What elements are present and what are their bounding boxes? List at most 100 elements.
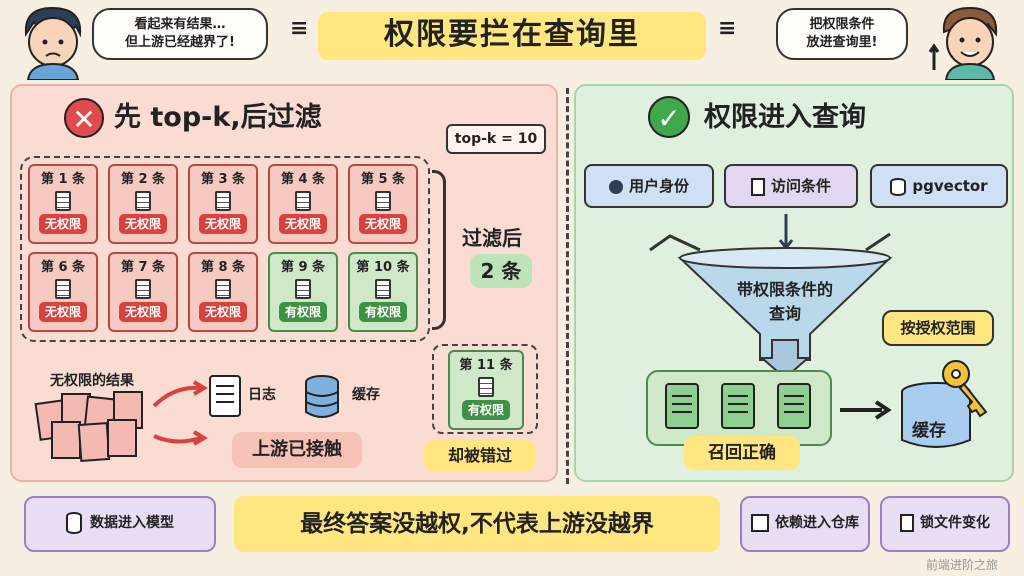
result-card: 第 1 条无权限 <box>28 164 98 244</box>
arrows-icon <box>152 380 208 446</box>
result-card-label: 第 4 条 <box>280 172 326 187</box>
result-card: 第 6 条无权限 <box>28 252 98 332</box>
result-card-status: 无权限 <box>38 302 87 322</box>
result-card-status: 有权限 <box>358 302 407 322</box>
right-heading: 权限进入查询 <box>704 102 866 133</box>
happy-character-icon <box>928 6 998 80</box>
right-bubble-line1: 把权限条件 <box>809 17 875 32</box>
topk-label: top-k = 10 <box>446 124 546 154</box>
source-user-identity: 用户身份 <box>584 164 714 208</box>
recall-correct-label: 召回正确 <box>684 436 800 470</box>
document-icon <box>295 279 311 299</box>
result-card-label: 第 6 条 <box>40 260 86 275</box>
cache-label-right: 缓存 <box>912 421 946 441</box>
package-icon <box>751 514 769 532</box>
log-notebook-icon <box>209 375 241 417</box>
result-card-status: 无权限 <box>38 214 87 234</box>
missed-card-label: 第 11 条 <box>459 358 513 373</box>
source-pgvector-label: pgvector <box>912 177 988 195</box>
result-card-label: 第 2 条 <box>120 172 166 187</box>
funnel-line2: 查询 <box>768 304 801 323</box>
source-access-conditions: 访问条件 <box>724 164 858 208</box>
data-model-box: 数据进入模型 <box>24 496 216 552</box>
document-icon <box>215 279 231 299</box>
missed-card-status: 有权限 <box>461 400 510 420</box>
cache-label-left: 缓存 <box>352 387 380 403</box>
result-card-label: 第 5 条 <box>360 172 406 187</box>
missed-caption: 却被错过 <box>424 440 536 472</box>
result-card: 第 10 条有权限 <box>348 252 418 332</box>
result-card-status: 无权限 <box>118 302 167 322</box>
dep-warehouse-box: 依赖进入仓库 <box>740 496 870 552</box>
file-icon <box>900 514 914 532</box>
check-mark-icon: ✓ <box>648 96 690 138</box>
left-bubble-line2: 但上游已经越界了! <box>125 35 235 50</box>
database-icon-footer <box>66 512 82 534</box>
page-title: 权限要拦在查询里 <box>318 12 706 60</box>
document-icon <box>55 191 71 211</box>
funnel-line1: 带权限条件的 <box>736 280 833 299</box>
document-icon <box>478 377 494 397</box>
result-card: 第 5 条无权限 <box>348 164 418 244</box>
result-card: 第 9 条有权限 <box>268 252 338 332</box>
upstream-touched-label: 上游已接触 <box>232 432 362 468</box>
document-icon <box>375 279 391 299</box>
key-icon <box>942 360 988 418</box>
right-speech-bubble: 把权限条件 放进查询里! <box>776 8 908 60</box>
database-icon-small <box>890 177 907 196</box>
list-doc-icon <box>750 177 765 196</box>
unauth-results-label: 无权限的结果 <box>50 373 134 389</box>
missed-card: 第 11 条 有权限 <box>448 350 524 430</box>
result-card-label: 第 10 条 <box>356 260 410 275</box>
topk-results-box <box>20 156 430 342</box>
panel-divider <box>566 88 569 484</box>
document-icon <box>55 279 71 299</box>
data-model-label: 数据进入模型 <box>90 515 174 531</box>
result-card: 第 2 条无权限 <box>108 164 178 244</box>
result-card: 第 4 条无权限 <box>268 164 338 244</box>
result-card-label: 第 7 条 <box>120 260 166 275</box>
recalled-documents-icon <box>665 383 811 429</box>
result-card-label: 第 8 条 <box>200 260 246 275</box>
source-access-label: 访问条件 <box>770 177 831 195</box>
source-user-label: 用户身份 <box>628 177 689 195</box>
result-card-status: 无权限 <box>118 214 167 234</box>
result-card-status: 无权限 <box>198 214 247 234</box>
after-filter-count: 2 条 <box>470 254 532 288</box>
watermark: 前端进阶之旅 <box>926 558 999 572</box>
lockfile-box: 锁文件变化 <box>880 496 1010 552</box>
result-card-status: 无权限 <box>198 302 247 322</box>
result-card-status: 无权限 <box>358 214 407 234</box>
result-card-label: 第 9 条 <box>280 260 326 275</box>
document-icon <box>215 191 231 211</box>
document-icon <box>135 191 151 211</box>
document-icon <box>295 191 311 211</box>
scope-label: 按授权范围 <box>882 310 994 346</box>
missed-card-frame <box>432 344 538 434</box>
source-pgvector: pgvector <box>870 164 1008 208</box>
lockfile-label: 锁文件变化 <box>920 515 990 531</box>
result-card-label: 第 3 条 <box>200 172 246 187</box>
result-card: 第 3 条无权限 <box>188 164 258 244</box>
x-mark-icon: ✕ <box>64 98 104 138</box>
document-icon <box>375 191 391 211</box>
result-card-label: 第 1 条 <box>40 172 86 187</box>
document-stack-icon <box>34 391 143 463</box>
arrow-right-icon <box>840 400 892 420</box>
result-card: 第 8 条无权限 <box>188 252 258 332</box>
result-card: 第 7 条无权限 <box>108 252 178 332</box>
title-decoration-left: ≡ <box>290 16 309 41</box>
right-bubble-line2: 放进查询里! <box>806 35 878 50</box>
footer-main-text: 最终答案没越权,不代表上游没越界 <box>234 496 720 552</box>
document-icon <box>135 279 151 299</box>
result-card-status: 无权限 <box>278 214 327 234</box>
funnel-graphic <box>649 214 893 380</box>
log-label: 日志 <box>248 387 276 403</box>
user-icon <box>608 179 623 194</box>
dep-warehouse-label: 依赖进入仓库 <box>775 515 859 531</box>
left-bubble-line1: 看起来有结果… <box>134 17 226 32</box>
left-heading: 先 top-k,后过滤 <box>114 102 322 133</box>
result-card-status: 有权限 <box>278 302 327 322</box>
after-filter-label: 过滤后 <box>462 226 522 250</box>
left-speech-bubble: 看起来有结果… 但上游已经越界了! <box>92 8 268 60</box>
